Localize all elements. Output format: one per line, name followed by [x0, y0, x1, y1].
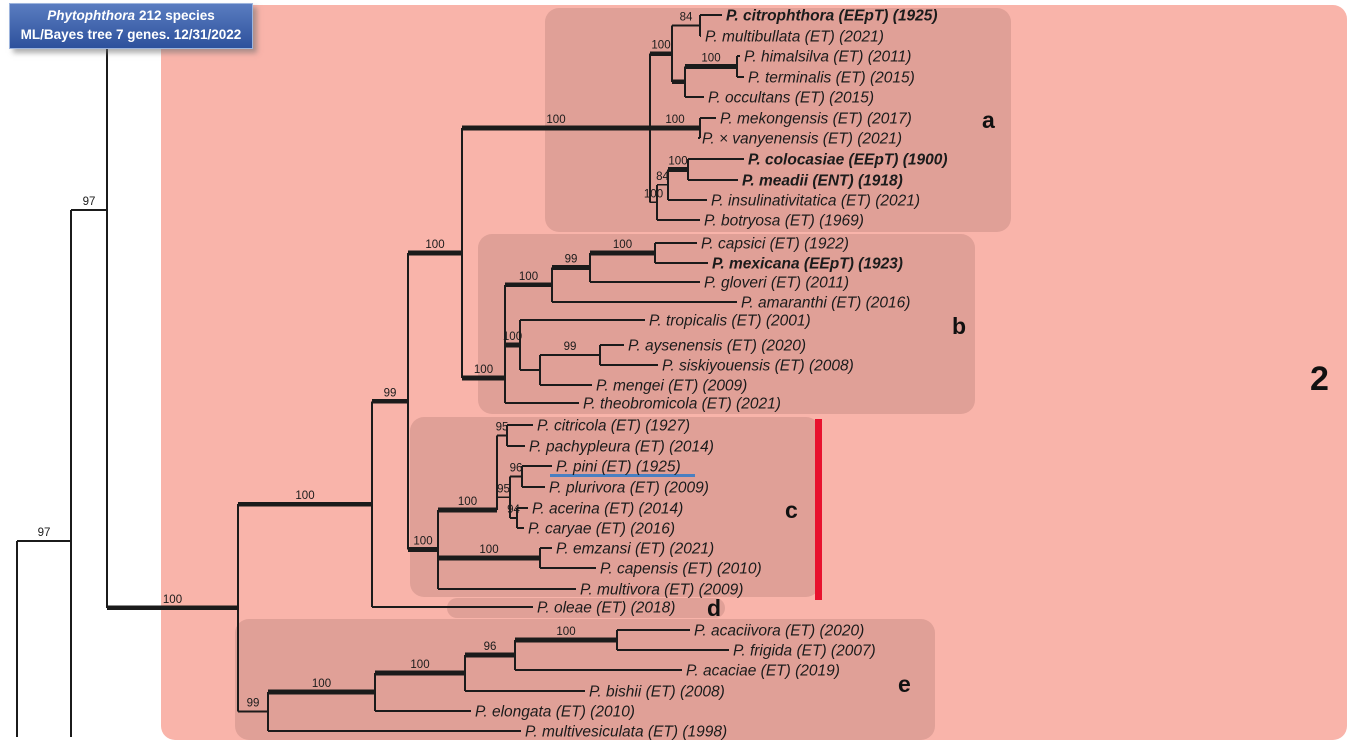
taxon-label: P. gloveri (ET) (2011) — [704, 275, 849, 292]
taxon-label: P. pini (ET) (1925) — [556, 459, 681, 476]
taxon-label: P. meadii (ENT) (1918) — [742, 173, 903, 190]
taxon-label: P. acaciivora (ET) (2020) — [694, 623, 864, 640]
taxon-label: P. citrophthora (EEpT) (1925) — [726, 8, 938, 25]
taxon-label: P. mekongensis (ET) (2017) — [720, 111, 912, 128]
support-value: 100 — [410, 659, 429, 671]
support-value: 100 — [644, 188, 663, 200]
taxon-label: P. caryae (ET) (2016) — [528, 521, 675, 538]
support-value: 100 — [701, 53, 720, 65]
support-value: 100 — [651, 40, 670, 52]
taxon-label: P. theobromicola (ET) (2021) — [583, 396, 781, 413]
support-value: 100 — [458, 496, 477, 508]
banner-line2: ML/Bayes tree 7 genes. 12/31/2022 — [20, 26, 242, 42]
taxon-label: P. plurivora (ET) (2009) — [549, 480, 709, 497]
support-value: 94 — [507, 504, 520, 516]
support-value: 100 — [519, 271, 538, 283]
support-value: 99 — [384, 387, 397, 399]
taxon-label: P. multibullata (ET) (2021) — [705, 29, 884, 46]
group-label-2: 2 — [1310, 360, 1329, 398]
support-value: 100 — [479, 544, 498, 556]
clade-box-b — [478, 234, 975, 414]
taxon-label: P. himalsilva (ET) (2011) — [744, 49, 911, 66]
taxon-label: P. acaciae (ET) (2019) — [686, 663, 840, 680]
support-value: 84 — [680, 12, 693, 24]
support-value: 96 — [510, 463, 523, 475]
clade-label-a: a — [982, 107, 995, 133]
support-value: 100 — [413, 536, 432, 548]
clade-box-c — [410, 417, 820, 597]
support-value: 100 — [556, 626, 575, 638]
support-value: 84 — [656, 171, 669, 183]
banner-line1-rest: 212 species — [138, 8, 215, 23]
support-value: 95 — [497, 483, 510, 495]
clade-label-d: d — [707, 595, 721, 621]
taxon-label: P. capsici (ET) (1922) — [701, 236, 849, 253]
taxon-label: P. colocasiae (EEpT) (1900) — [748, 152, 948, 169]
taxon-label: P. siskiyouensis (ET) (2008) — [662, 358, 854, 375]
support-value: 100 — [425, 239, 444, 251]
taxon-label: P. emzansi (ET) (2021) — [556, 541, 714, 558]
taxon-label: P. oleae (ET) (2018) — [537, 600, 675, 617]
taxon-label: P. pachypleura (ET) (2014) — [529, 439, 714, 456]
taxon-label: P. insulinativitatica (ET) (2021) — [711, 193, 920, 210]
taxon-label: P. tropicalis (ET) (2001) — [649, 313, 811, 330]
taxon-label: P. × vanyenensis (ET) (2021) — [702, 131, 902, 148]
taxon-label: P. frigida (ET) (2007) — [733, 643, 876, 660]
support-value: 100 — [503, 331, 522, 343]
support-value: 97 — [83, 196, 96, 208]
taxon-label: P. acerina (ET) (2014) — [532, 501, 683, 518]
banner-genus: Phytophthora — [47, 8, 135, 23]
clade-box-e — [235, 619, 935, 740]
clade-label-c: c — [785, 497, 798, 523]
support-value: 100 — [668, 156, 687, 168]
support-value: 95 — [496, 422, 509, 434]
support-value: 100 — [163, 594, 182, 606]
clade-label-e: e — [898, 671, 911, 697]
support-value: 100 — [295, 490, 314, 502]
taxon-label: P. amaranthi (ET) (2016) — [741, 295, 910, 312]
taxon-label: P. botryosa (ET) (1969) — [704, 213, 864, 230]
taxon-label: P. multivora (ET) (2009) — [580, 582, 743, 599]
taxon-label: P. terminalis (ET) (2015) — [748, 70, 915, 87]
support-value: 100 — [312, 678, 331, 690]
clade-label-b: b — [952, 313, 966, 339]
taxon-label: P. elongata (ET) (2010) — [475, 704, 635, 721]
support-value: 100 — [665, 114, 684, 126]
clade-box-d — [447, 598, 725, 618]
taxon-label: P. mexicana (EEpT) (1923) — [712, 256, 903, 273]
taxon-label: P. mengei (ET) (2009) — [596, 378, 747, 395]
highlight-red-bar — [815, 419, 822, 600]
support-value: 97 — [38, 527, 51, 539]
support-value: 99 — [247, 698, 260, 710]
taxon-label: P. occultans (ET) (2015) — [708, 90, 874, 107]
support-value: 99 — [564, 341, 577, 353]
taxon-label: P. bishii (ET) (2008) — [589, 684, 725, 701]
taxon-label: P. capensis (ET) (2010) — [600, 561, 762, 578]
support-value: 100 — [474, 364, 493, 376]
clade-box-a — [545, 8, 1011, 232]
pini-blue-underline — [550, 474, 695, 477]
support-value: 99 — [565, 254, 578, 266]
support-value: 96 — [484, 641, 497, 653]
support-value: 100 — [546, 114, 565, 126]
support-value: 100 — [613, 239, 632, 251]
taxon-label: P. aysenensis (ET) (2020) — [628, 338, 806, 355]
taxon-label: P. multivesiculata (ET) (1998) — [525, 724, 727, 741]
taxon-label: P. citricola (ET) (1927) — [537, 418, 690, 435]
